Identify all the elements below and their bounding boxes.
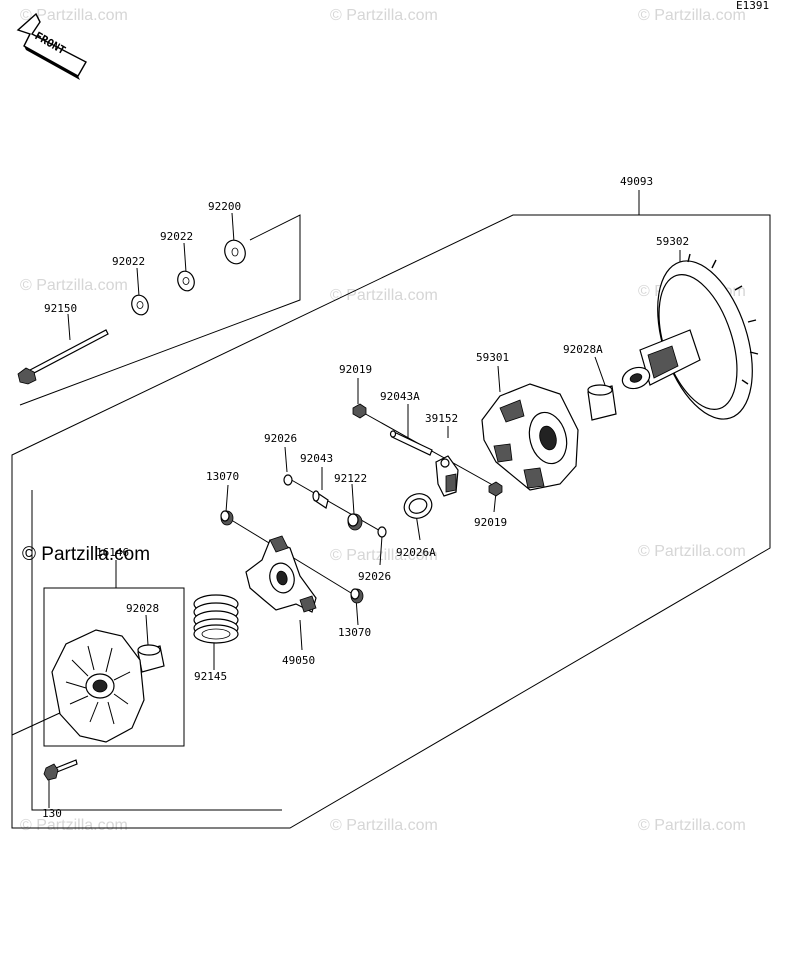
washer-92026-left: [283, 474, 293, 486]
part-label-92022-top[interactable]: 92022: [160, 230, 193, 243]
washer-92022-top: [177, 270, 195, 292]
pin-92043A: [389, 430, 433, 456]
part-label-59301[interactable]: 59301: [476, 351, 509, 364]
part-label-92022-bottom[interactable]: 92022: [112, 255, 145, 268]
watermark: © Partzilla.com: [638, 817, 746, 834]
part-label-39152[interactable]: 39152: [425, 412, 458, 425]
part-label-92122[interactable]: 92122: [334, 472, 367, 485]
bolt-130: [43, 759, 78, 781]
bushing-92028A: [587, 384, 617, 421]
bushing-13070-right: [350, 588, 364, 604]
part-label-130[interactable]: 130: [42, 807, 62, 820]
weight-arm-39152: [435, 455, 459, 497]
watermark: © Partzilla.com: [638, 543, 746, 560]
part-label-16146[interactable]: 16146: [96, 546, 129, 559]
part-label-92028[interactable]: 92028: [126, 602, 159, 615]
part-label-13070-top[interactable]: 13070: [206, 470, 239, 483]
part-label-13070-bottom[interactable]: 13070: [338, 626, 371, 639]
part-labels: 49093 59302 92028A 59301 92019 92043A 39…: [42, 175, 689, 820]
washer-92026-right: [377, 526, 387, 538]
watermark-dark: © Partzilla.com: [22, 544, 150, 565]
bushing-92028: [137, 644, 165, 673]
sub-assembly-box-16146: [43, 587, 185, 747]
washer-group-outline: [19, 214, 301, 406]
roller-92122: [347, 513, 363, 531]
bushing-13070-left: [220, 510, 234, 526]
part-label-92026A[interactable]: 92026A: [396, 546, 436, 559]
sheave-59302: [621, 253, 759, 420]
washer-92200: [224, 239, 246, 265]
watermark: © Partzilla.com: [330, 287, 438, 304]
washer-92026A: [403, 493, 433, 519]
part-label-92145[interactable]: 92145: [194, 670, 227, 683]
watermark: © Partzilla.com: [638, 7, 746, 24]
movable-sheave-59301: [481, 383, 579, 491]
bolt-92150: [17, 329, 109, 385]
spring-92145: [193, 594, 239, 644]
part-label-92043[interactable]: 92043: [300, 452, 333, 465]
nut-92019-bottom: [488, 481, 503, 497]
cover-16146: [51, 629, 145, 743]
watermark: © Partzilla.com: [330, 7, 438, 24]
part-label-59302[interactable]: 59302: [656, 235, 689, 248]
watermarks: © Partzilla.com © Partzilla.com © Partzi…: [20, 7, 746, 834]
leader-lines: [11, 190, 681, 808]
watermark: © Partzilla.com: [20, 817, 128, 834]
watermark: © Partzilla.com: [330, 547, 438, 564]
watermark: © Partzilla.com: [20, 7, 128, 24]
diagram-code: E1391: [736, 0, 769, 12]
watermark: © Partzilla.com: [330, 817, 438, 834]
washer-92022-bottom: [131, 294, 149, 316]
part-label-92200[interactable]: 92200: [208, 200, 241, 213]
pin-92043: [312, 490, 329, 509]
spider-49050: [245, 535, 317, 613]
part-label-92150[interactable]: 92150: [44, 302, 77, 315]
watermark: © Partzilla.com: [20, 277, 128, 294]
assembly-outline-49093: [11, 214, 771, 829]
assembly-inner-outline: [31, 490, 282, 811]
part-label-92026-left[interactable]: 92026: [264, 432, 297, 445]
part-label-92026-right[interactable]: 92026: [358, 570, 391, 583]
part-label-49050[interactable]: 49050: [282, 654, 315, 667]
part-label-92028A[interactable]: 92028A: [563, 343, 603, 356]
part-label-92019-bottom[interactable]: 92019: [474, 516, 507, 529]
nut-92019-top: [352, 403, 367, 419]
part-label-92019-top[interactable]: 92019: [339, 363, 372, 376]
part-label-92043A[interactable]: 92043A: [380, 390, 420, 403]
part-label-49093[interactable]: 49093: [620, 175, 653, 188]
